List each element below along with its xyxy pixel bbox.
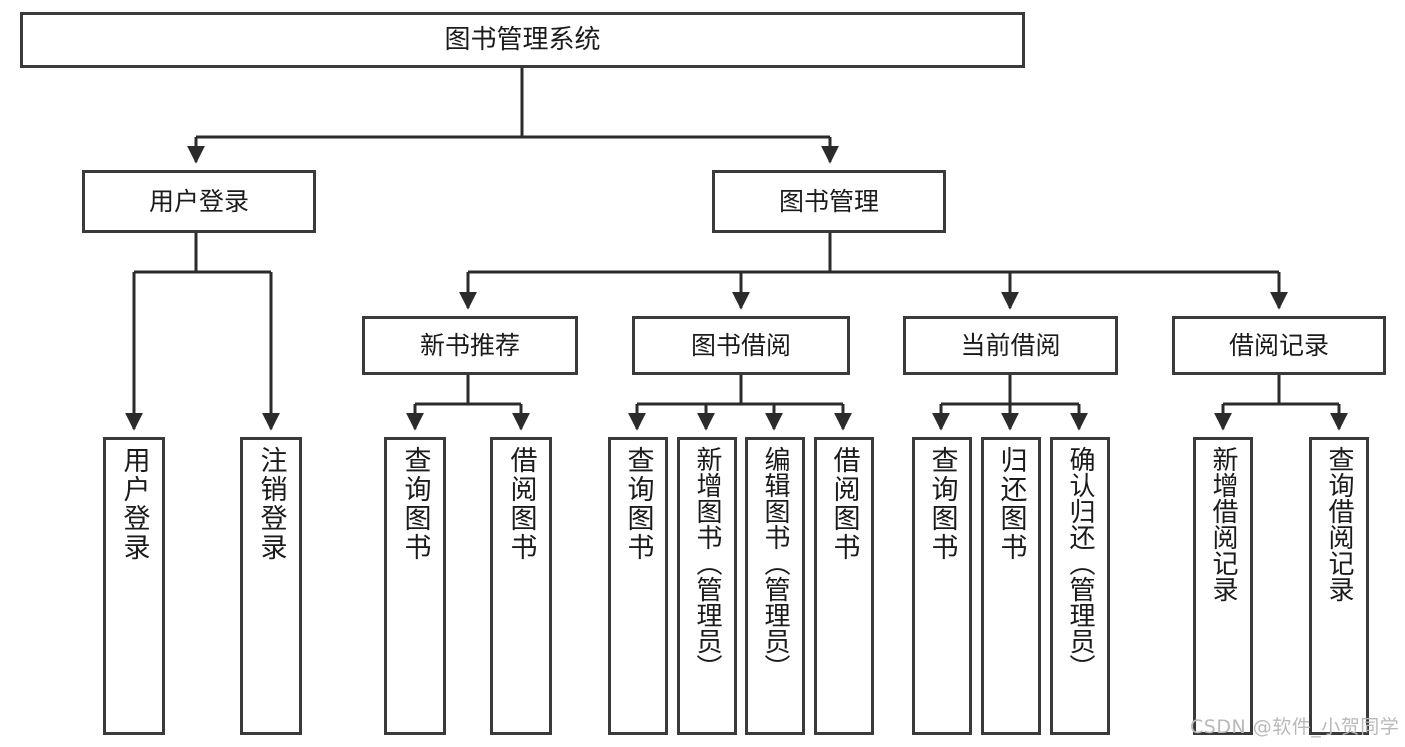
leaf-borrow-book-2-label: 借阅图书: [828, 446, 860, 562]
leaf-add-book-label: 新增图书（管理员）: [692, 446, 722, 680]
leaf-edit-book[interactable]: 编辑图书（管理员）: [745, 437, 805, 735]
node-book-manage-label: 图书管理: [778, 186, 879, 216]
leaf-query-record[interactable]: 查询借阅记录: [1309, 437, 1369, 735]
node-new-book-recommend-label: 新书推荐: [419, 330, 520, 360]
node-new-book-recommend[interactable]: 新书推荐: [362, 316, 578, 375]
leaf-borrow-book-1-label: 借阅图书: [505, 446, 537, 562]
node-current-borrow[interactable]: 当前借阅: [903, 316, 1118, 375]
leaf-query-book-3[interactable]: 查询图书: [912, 437, 972, 735]
node-borrow-record-label: 借阅记录: [1228, 330, 1329, 360]
node-user-login-label: 用户登录: [148, 186, 249, 216]
node-borrow-record[interactable]: 借阅记录: [1172, 316, 1386, 375]
node-book-borrow-label: 图书借阅: [690, 330, 791, 360]
leaf-return-book-label: 归还图书: [995, 446, 1027, 562]
leaf-borrow-book-2[interactable]: 借阅图书: [814, 437, 874, 735]
leaf-query-book-1-label: 查询图书: [399, 446, 431, 562]
leaf-query-book-1[interactable]: 查询图书: [384, 437, 446, 735]
leaf-query-record-label: 查询借阅记录: [1324, 446, 1354, 602]
node-current-borrow-label: 当前借阅: [960, 330, 1061, 360]
leaf-edit-book-label: 编辑图书（管理员）: [760, 446, 790, 680]
leaf-confirm-return-label: 确认归还（管理员）: [1065, 446, 1095, 680]
leaf-user-login[interactable]: 用户登录: [103, 437, 165, 735]
leaf-query-book-2-label: 查询图书: [622, 446, 654, 562]
leaf-user-login-label: 用户登录: [118, 446, 150, 562]
leaf-add-book[interactable]: 新增图书（管理员）: [677, 437, 737, 735]
leaf-return-book[interactable]: 归还图书: [981, 437, 1041, 735]
leaf-user-logout-label: 注销登录: [255, 446, 287, 562]
watermark: CSDN @软件_小贺同学: [1190, 716, 1400, 738]
leaf-user-logout[interactable]: 注销登录: [240, 437, 302, 735]
node-root[interactable]: 图书管理系统: [20, 12, 1025, 68]
leaf-add-record-label: 新增借阅记录: [1208, 446, 1238, 602]
leaf-add-record[interactable]: 新增借阅记录: [1193, 437, 1253, 735]
leaf-borrow-book-1[interactable]: 借阅图书: [490, 437, 552, 735]
leaf-query-book-2[interactable]: 查询图书: [608, 437, 668, 735]
node-user-login[interactable]: 用户登录: [82, 170, 316, 233]
leaf-query-book-3-label: 查询图书: [926, 446, 958, 562]
node-book-manage[interactable]: 图书管理: [712, 170, 946, 233]
leaf-confirm-return[interactable]: 确认归还（管理员）: [1050, 437, 1110, 735]
node-root-label: 图书管理系统: [444, 24, 601, 55]
node-book-borrow[interactable]: 图书借阅: [632, 316, 850, 375]
